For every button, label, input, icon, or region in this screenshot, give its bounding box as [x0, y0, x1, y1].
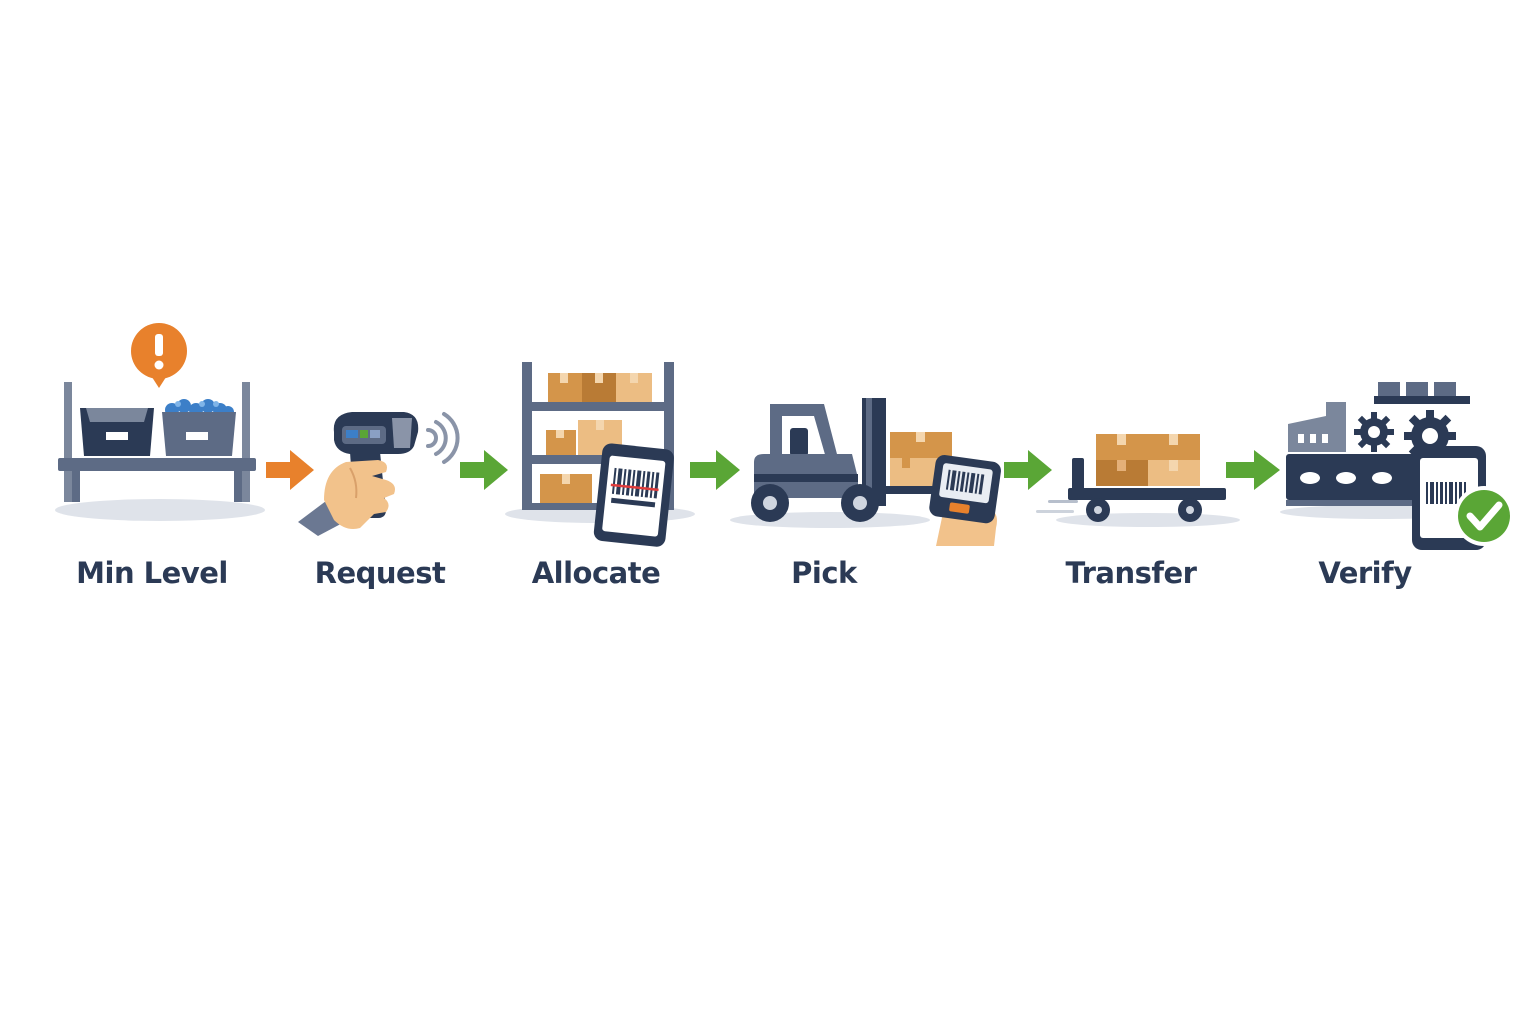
flow-arrow-4 — [1004, 450, 1052, 490]
step-label-verify: Verify — [1318, 556, 1412, 590]
flow-arrow-3 — [690, 450, 740, 490]
step-label-transfer: Transfer — [1065, 556, 1197, 590]
rack-with-phone-icon — [505, 362, 695, 547]
flow-arrow-2 — [460, 450, 508, 490]
flow-arrow-1 — [266, 450, 314, 490]
cart-with-boxes-icon — [1036, 434, 1240, 527]
step-label-pick: Pick — [791, 556, 857, 590]
forklift-with-scanner-icon — [730, 398, 1001, 546]
step-label-request: Request — [314, 556, 446, 590]
factory-with-check-icon — [1280, 382, 1514, 550]
handheld-scanner-icon — [298, 412, 460, 536]
step-label-min-level: Min Level — [76, 556, 228, 590]
flow-arrow-5 — [1226, 450, 1280, 490]
step-label-allocate: Allocate — [531, 556, 661, 590]
shelf-bins-alert-icon — [55, 323, 265, 521]
